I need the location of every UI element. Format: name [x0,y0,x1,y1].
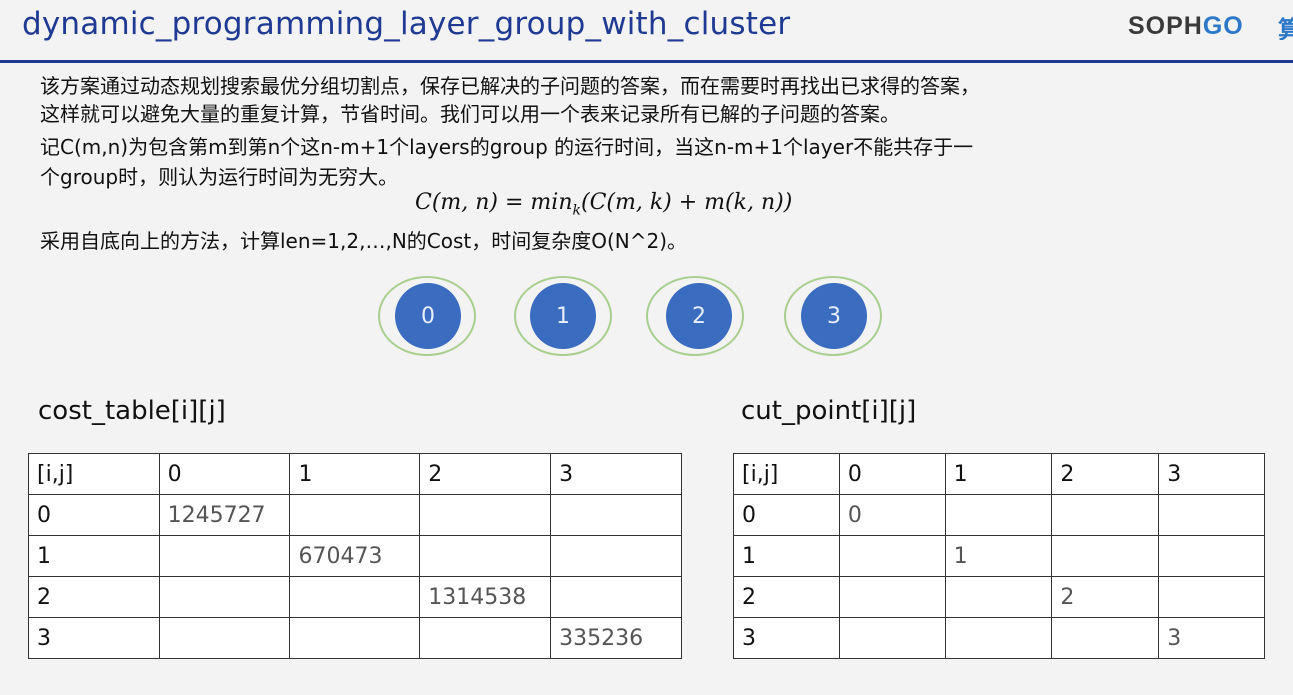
table-header-cell: 1 [289,453,421,495]
cut-point-table: [i,j] 0 1 2 3 0 0 1 1 2 2 3 3 [733,453,1265,659]
row-index-cell: 3 [733,617,840,659]
table-cell [550,494,682,536]
logo-accent: GO [1202,12,1244,40]
table-header-cell: 0 [838,453,946,495]
cost-table-label: cost_table[i][j] [38,396,226,426]
cut-table-label: cut_point[i][j] [741,396,917,426]
table-cell [838,576,946,618]
table-header-cell: 1 [944,453,1053,495]
logo-text: SOPH [1128,12,1203,40]
row-index-cell: 0 [733,494,840,536]
table-row: 3 3 [733,617,1265,659]
table-header-cell: 2 [419,453,552,495]
table-cell: 1314538 [419,576,552,618]
table-header-cell: [i,j] [28,453,160,495]
table-cell [419,535,552,577]
table-cell [158,576,291,618]
table-cell: 1 [944,535,1053,577]
table-header-row: [i,j] 0 1 2 3 [733,453,1265,495]
table-cell [419,617,552,659]
table-cell [1051,535,1160,577]
table-header-cell: 3 [550,453,682,495]
layer-node-0: 0 [395,283,461,349]
table-cell [944,617,1053,659]
recurrence-formula: C(m, n) = mink(C(m, k) + m(k, n)) [415,190,792,218]
table-cell [1158,576,1265,618]
table-cell: 335236 [550,617,682,659]
layer-node-3: 3 [801,283,867,349]
table-header-cell: [i,j] [733,453,840,495]
layer-node-2: 2 [666,283,732,349]
table-cell [944,576,1053,618]
table-row: 0 0 [733,494,1265,536]
table-row: 3 335236 [28,617,682,659]
table-cell: 3 [1158,617,1265,659]
paragraph-line-1: 该方案通过动态规划搜索最优分组切割点，保存已解决的子问题的答案，而在需要时再找出… [40,74,980,98]
table-cell [289,576,421,618]
row-index-cell: 1 [733,535,840,577]
layer-node-1: 1 [530,283,596,349]
table-cell [838,617,946,659]
table-cell: 1245727 [158,494,291,536]
table-row: 1 670473 [28,535,682,577]
node-ring-2 [646,276,744,356]
table-cell [1158,535,1265,577]
table-row: 1 1 [733,535,1265,577]
formula-subscript: k [572,202,581,219]
table-row: 2 1314538 [28,576,682,618]
table-cell: 2 [1051,576,1160,618]
row-index-cell: 0 [28,494,160,536]
node-ring-1 [514,276,612,356]
table-cell [550,535,682,577]
logo-cut-glyph: 算 [1278,16,1293,40]
paragraph-line-2: 这样就可以避免大量的重复计算，节省时间。我们可以用一个表来记录所有已解的子问题的… [40,102,900,126]
table-cell [158,535,291,577]
table-cell [158,617,291,659]
row-index-cell: 2 [28,576,160,618]
formula-left: C(m, n) = min [415,190,573,215]
table-header-cell: 0 [158,453,291,495]
cost-table: [i,j] 0 1 2 3 0 1245727 1 670473 2 13145… [28,453,682,659]
row-index-cell: 1 [28,535,160,577]
table-cell: 0 [838,494,946,536]
table-cell: 670473 [289,535,421,577]
paragraph-line-5: 采用自底向上的方法，计算len=1,2,…,N的Cost，时间复杂度O(N^2)… [40,229,688,253]
table-cell [838,535,946,577]
table-row: 2 2 [733,576,1265,618]
paragraph-line-4: 个group时，则认为运行时间为无穷大。 [40,165,399,189]
table-header-cell: 3 [1158,453,1265,495]
formula-right: (C(m, k) + m(k, n)) [581,190,793,215]
table-cell [1051,617,1160,659]
node-ring-0 [378,276,476,356]
table-cell [1051,494,1160,536]
row-index-cell: 3 [28,617,160,659]
paragraph-line-3: 记C(m,n)为包含第m到第n个这n-m+1个layers的group 的运行时… [40,135,974,159]
table-cell [1158,494,1265,536]
page-title: dynamic_programming_layer_group_with_clu… [22,6,791,42]
table-cell [289,617,421,659]
table-header-cell: 2 [1051,453,1160,495]
table-cell [419,494,552,536]
table-cell [944,494,1053,536]
node-ring-3 [784,276,882,356]
row-index-cell: 2 [733,576,840,618]
sophgo-logo: SOPHGO [1128,12,1244,41]
title-divider [0,60,1293,63]
table-row: 0 1245727 [28,494,682,536]
table-cell [289,494,421,536]
table-cell [550,576,682,618]
table-header-row: [i,j] 0 1 2 3 [28,453,682,495]
